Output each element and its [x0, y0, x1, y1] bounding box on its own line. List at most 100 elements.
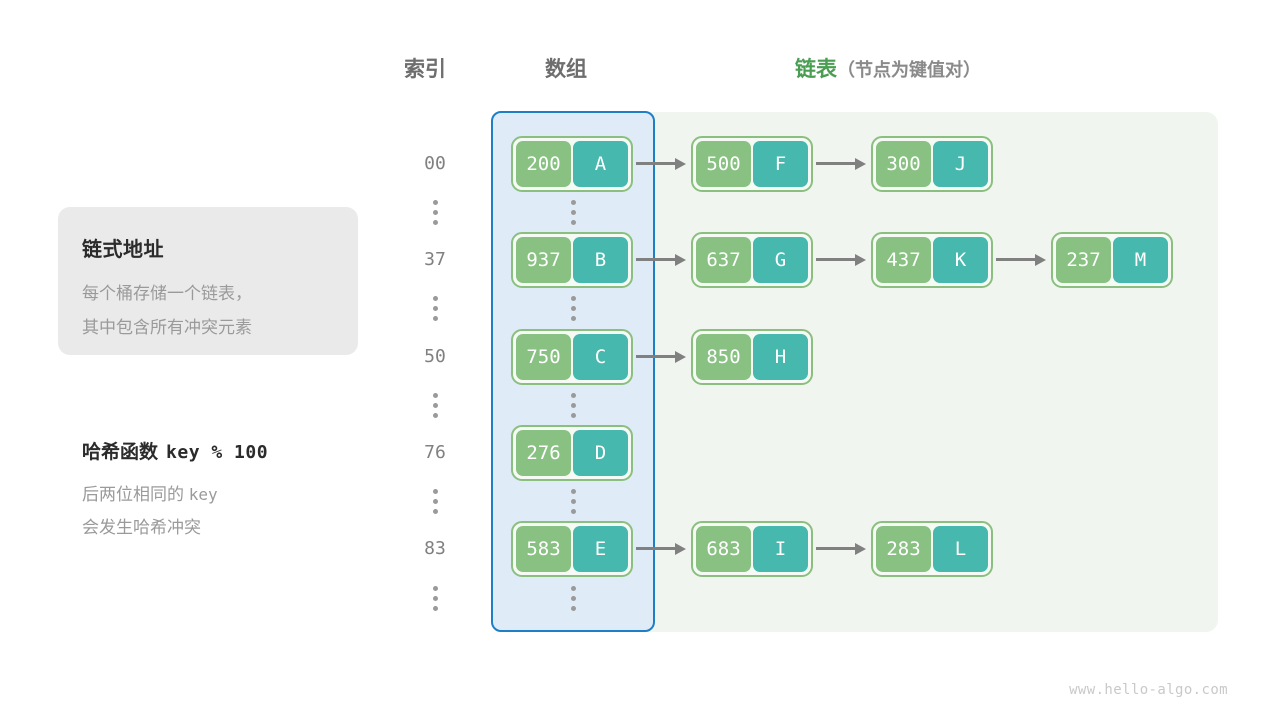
ellipsis-dot: [570, 296, 576, 301]
bucket-index-label: 50: [424, 346, 446, 367]
ellipsis-dot: [570, 210, 576, 215]
hash-function-title: 哈希函数 key % 100: [82, 437, 268, 464]
ellipsis-dot: [432, 489, 438, 494]
bucket-index-label: 00: [424, 153, 446, 174]
next-pointer-arrow: [816, 254, 866, 266]
heading-linked-list-sub: （节点为键值对）: [837, 60, 981, 80]
ellipsis-dot: [432, 316, 438, 321]
hash-function-formula: key % 100: [166, 442, 269, 463]
node-value: A: [573, 141, 628, 187]
node-key: 500: [696, 141, 751, 187]
ellipsis-dot: [432, 509, 438, 514]
node-value: J: [933, 141, 988, 187]
ellipsis-dot: [432, 413, 438, 418]
node-value: H: [753, 334, 808, 380]
index-ellipsis: [428, 586, 442, 611]
node-key: 283: [876, 526, 931, 572]
arrow-shaft: [816, 547, 856, 550]
array-ellipsis: [566, 296, 580, 321]
arrow-head: [675, 351, 686, 363]
ellipsis-dot: [432, 393, 438, 398]
ellipsis-dot: [570, 200, 576, 205]
heading-index: 索引: [404, 58, 446, 81]
arrow-head: [855, 254, 866, 266]
array-ellipsis: [566, 489, 580, 514]
arrow-shaft: [636, 355, 676, 358]
index-ellipsis: [428, 489, 442, 514]
array-ellipsis: [566, 586, 580, 611]
heading-linked-list: 链表（节点为键值对）: [795, 53, 981, 83]
bucket-index-label: 76: [424, 442, 446, 463]
ellipsis-dot: [570, 586, 576, 591]
node-key: 300: [876, 141, 931, 187]
node-value: F: [753, 141, 808, 187]
next-pointer-arrow: [636, 543, 686, 555]
node-key: 200: [516, 141, 571, 187]
ellipsis-dot: [432, 200, 438, 205]
next-pointer-arrow: [816, 543, 866, 555]
arrow-head: [675, 158, 686, 170]
hash-note-line-1: 后两位相同的 key: [82, 478, 362, 511]
ellipsis-dot: [432, 403, 438, 408]
node-value: E: [573, 526, 628, 572]
ellipsis-dot: [570, 403, 576, 408]
bucket-index-label: 83: [424, 538, 446, 559]
arrow-shaft: [636, 547, 676, 550]
ellipsis-dot: [570, 220, 576, 225]
ellipsis-dot: [570, 606, 576, 611]
info-card-title: 链式地址: [82, 239, 164, 261]
ellipsis-dot: [570, 393, 576, 398]
node-key: 437: [876, 237, 931, 283]
node-key: 750: [516, 334, 571, 380]
node-key: 276: [516, 430, 571, 476]
bucket-index-label: 37: [424, 249, 446, 270]
ellipsis-dot: [570, 489, 576, 494]
node-key: 583: [516, 526, 571, 572]
next-pointer-arrow: [636, 351, 686, 363]
index-ellipsis: [428, 200, 442, 225]
ellipsis-dot: [432, 596, 438, 601]
node-key: 683: [696, 526, 751, 572]
hash-function-note: 后两位相同的 key 会发生哈希冲突: [82, 478, 362, 544]
ellipsis-dot: [432, 586, 438, 591]
arrow-head: [1035, 254, 1046, 266]
ellipsis-dot: [432, 499, 438, 504]
node-value: G: [753, 237, 808, 283]
source-watermark: www.hello-algo.com: [1069, 682, 1228, 698]
hash-function-label: 哈希函数: [82, 442, 159, 463]
node-key: 237: [1056, 237, 1111, 283]
info-card-background: [58, 207, 358, 355]
node-value: L: [933, 526, 988, 572]
ellipsis-dot: [432, 606, 438, 611]
node-key: 937: [516, 237, 571, 283]
info-card-body: 每个桶存储一个链表， 其中包含所有冲突元素: [82, 277, 344, 345]
arrow-shaft: [816, 162, 856, 165]
array-ellipsis: [566, 200, 580, 225]
arrow-shaft: [816, 258, 856, 261]
next-pointer-arrow: [636, 254, 686, 266]
arrow-head: [855, 543, 866, 555]
node-key: 637: [696, 237, 751, 283]
info-card-body-line-2: 其中包含所有冲突元素: [82, 318, 252, 337]
index-ellipsis: [428, 393, 442, 418]
ellipsis-dot: [432, 220, 438, 225]
hash-note-key-code: key: [188, 485, 218, 504]
arrow-head: [675, 254, 686, 266]
arrow-head: [675, 543, 686, 555]
node-value: B: [573, 237, 628, 283]
node-value: I: [753, 526, 808, 572]
ellipsis-dot: [570, 509, 576, 514]
